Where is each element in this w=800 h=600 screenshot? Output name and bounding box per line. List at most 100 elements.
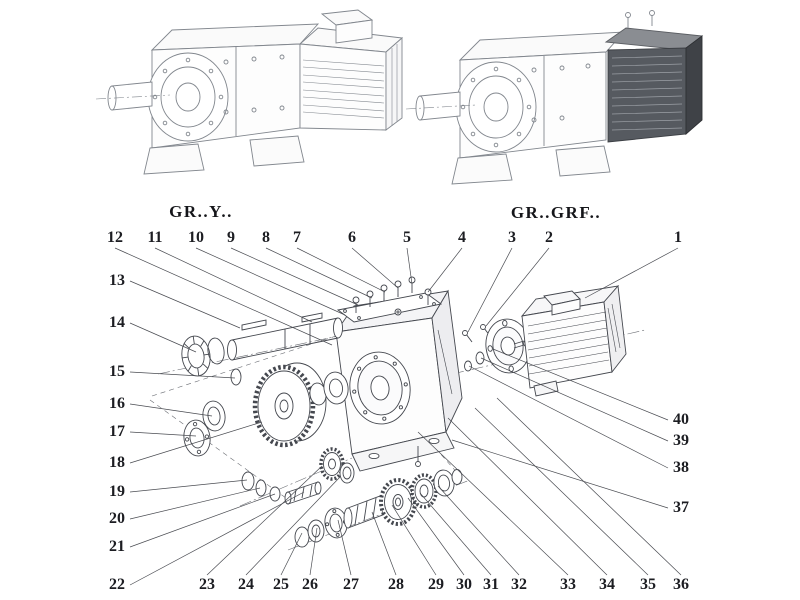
callout-13: 13 [107, 272, 127, 289]
leader-line-9 [230, 247, 359, 306]
leader-line-29 [391, 504, 437, 576]
leader-line-11 [154, 247, 313, 323]
output-gear [252, 362, 327, 448]
motor [513, 284, 627, 397]
leader-line-15 [129, 371, 236, 379]
callout-22: 22 [107, 576, 127, 593]
assembled-motor-gr-grf [405, 10, 704, 185]
callout-39: 39 [671, 432, 691, 449]
intermediate-gear-small [410, 473, 438, 509]
intermediate-gear-large [379, 478, 417, 526]
washer [255, 479, 267, 497]
leader-line-17 [129, 431, 197, 437]
leader-line-4 [427, 247, 463, 293]
shaft-key [241, 319, 267, 331]
callout-33: 33 [558, 576, 578, 593]
callout-8: 8 [260, 229, 272, 246]
callout-15: 15 [107, 363, 127, 380]
leader-line-27 [337, 519, 352, 576]
callout-23: 23 [197, 576, 217, 593]
washer [241, 471, 255, 491]
ball-bearing [433, 469, 455, 497]
callout-3: 3 [506, 229, 518, 246]
end-cover [202, 400, 226, 432]
output-shaft [227, 312, 343, 361]
pinion-cluster [241, 447, 355, 505]
leader-line-34 [447, 417, 608, 576]
intermediate-shaft-assembly [294, 469, 463, 548]
small-gear [319, 447, 345, 481]
leader-lines [114, 247, 682, 586]
callout-26: 26 [300, 576, 320, 593]
callout-37: 37 [671, 499, 691, 516]
leader-line-16 [129, 403, 213, 417]
leader-line-13 [129, 280, 241, 329]
callout-4: 4 [456, 229, 468, 246]
shaft-key [301, 312, 323, 323]
leader-line-5 [406, 247, 413, 285]
leader-line-40 [492, 348, 669, 421]
callout-16: 16 [107, 395, 127, 412]
leader-line-32 [437, 485, 520, 576]
callout-29: 29 [426, 576, 446, 593]
callout-40: 40 [671, 411, 691, 428]
leader-line-37 [451, 439, 669, 509]
callout-21: 21 [107, 538, 127, 555]
callout-20: 20 [107, 510, 127, 527]
washer [475, 351, 485, 365]
leader-line-39 [480, 357, 669, 442]
washer [464, 360, 472, 372]
ball-bearing [323, 371, 349, 405]
callout-24: 24 [236, 576, 256, 593]
callout-30: 30 [454, 576, 474, 593]
circlip [207, 337, 225, 365]
callout-6: 6 [346, 229, 358, 246]
callout-35: 35 [638, 576, 658, 593]
callout-38: 38 [671, 459, 691, 476]
leader-line-33 [417, 431, 569, 576]
leader-line-28 [371, 511, 397, 576]
callout-18: 18 [107, 454, 127, 471]
washer [230, 368, 242, 386]
leader-line-8 [265, 247, 373, 299]
callout-31: 31 [481, 576, 501, 593]
leader-line-18 [129, 421, 263, 464]
leader-line-25 [280, 532, 303, 576]
callout-32: 32 [509, 576, 529, 593]
variant-label-right: GR..GRF.. [510, 203, 602, 222]
callout-12: 12 [105, 229, 125, 246]
leader-line-21 [129, 493, 276, 548]
callout-1: 1 [672, 229, 684, 246]
callout-17: 17 [107, 423, 127, 440]
leader-line-14 [129, 322, 197, 353]
assembled-motor-gr-y [95, 9, 404, 175]
leader-line-30 [407, 497, 465, 576]
input-motor-assembly [462, 284, 627, 397]
callout-7: 7 [291, 229, 303, 246]
callout-25: 25 [271, 576, 291, 593]
bearing-ring [181, 335, 211, 377]
leader-line-26 [309, 527, 318, 576]
variant-label-left: GR..Y.. [169, 202, 233, 221]
exploded-view [149, 276, 646, 551]
leader-line-6 [351, 247, 399, 289]
leader-line-38 [468, 365, 669, 469]
leader-line-22 [129, 491, 305, 586]
callout-14: 14 [107, 314, 127, 331]
callout-34: 34 [597, 576, 617, 593]
leader-line-7 [296, 247, 386, 293]
callout-9: 9 [225, 229, 237, 246]
leader-line-1 [584, 247, 679, 299]
leader-line-19 [129, 479, 248, 493]
leader-line-24 [245, 476, 341, 576]
callout-28: 28 [386, 576, 406, 593]
callout-5: 5 [401, 229, 413, 246]
pinion-stub-shaft [284, 481, 322, 505]
leader-line-20 [129, 487, 261, 520]
callout-2: 2 [543, 229, 555, 246]
callout-10: 10 [186, 229, 206, 246]
callout-19: 19 [107, 483, 127, 500]
callout-27: 27 [341, 576, 361, 593]
leader-line-12 [114, 247, 333, 346]
